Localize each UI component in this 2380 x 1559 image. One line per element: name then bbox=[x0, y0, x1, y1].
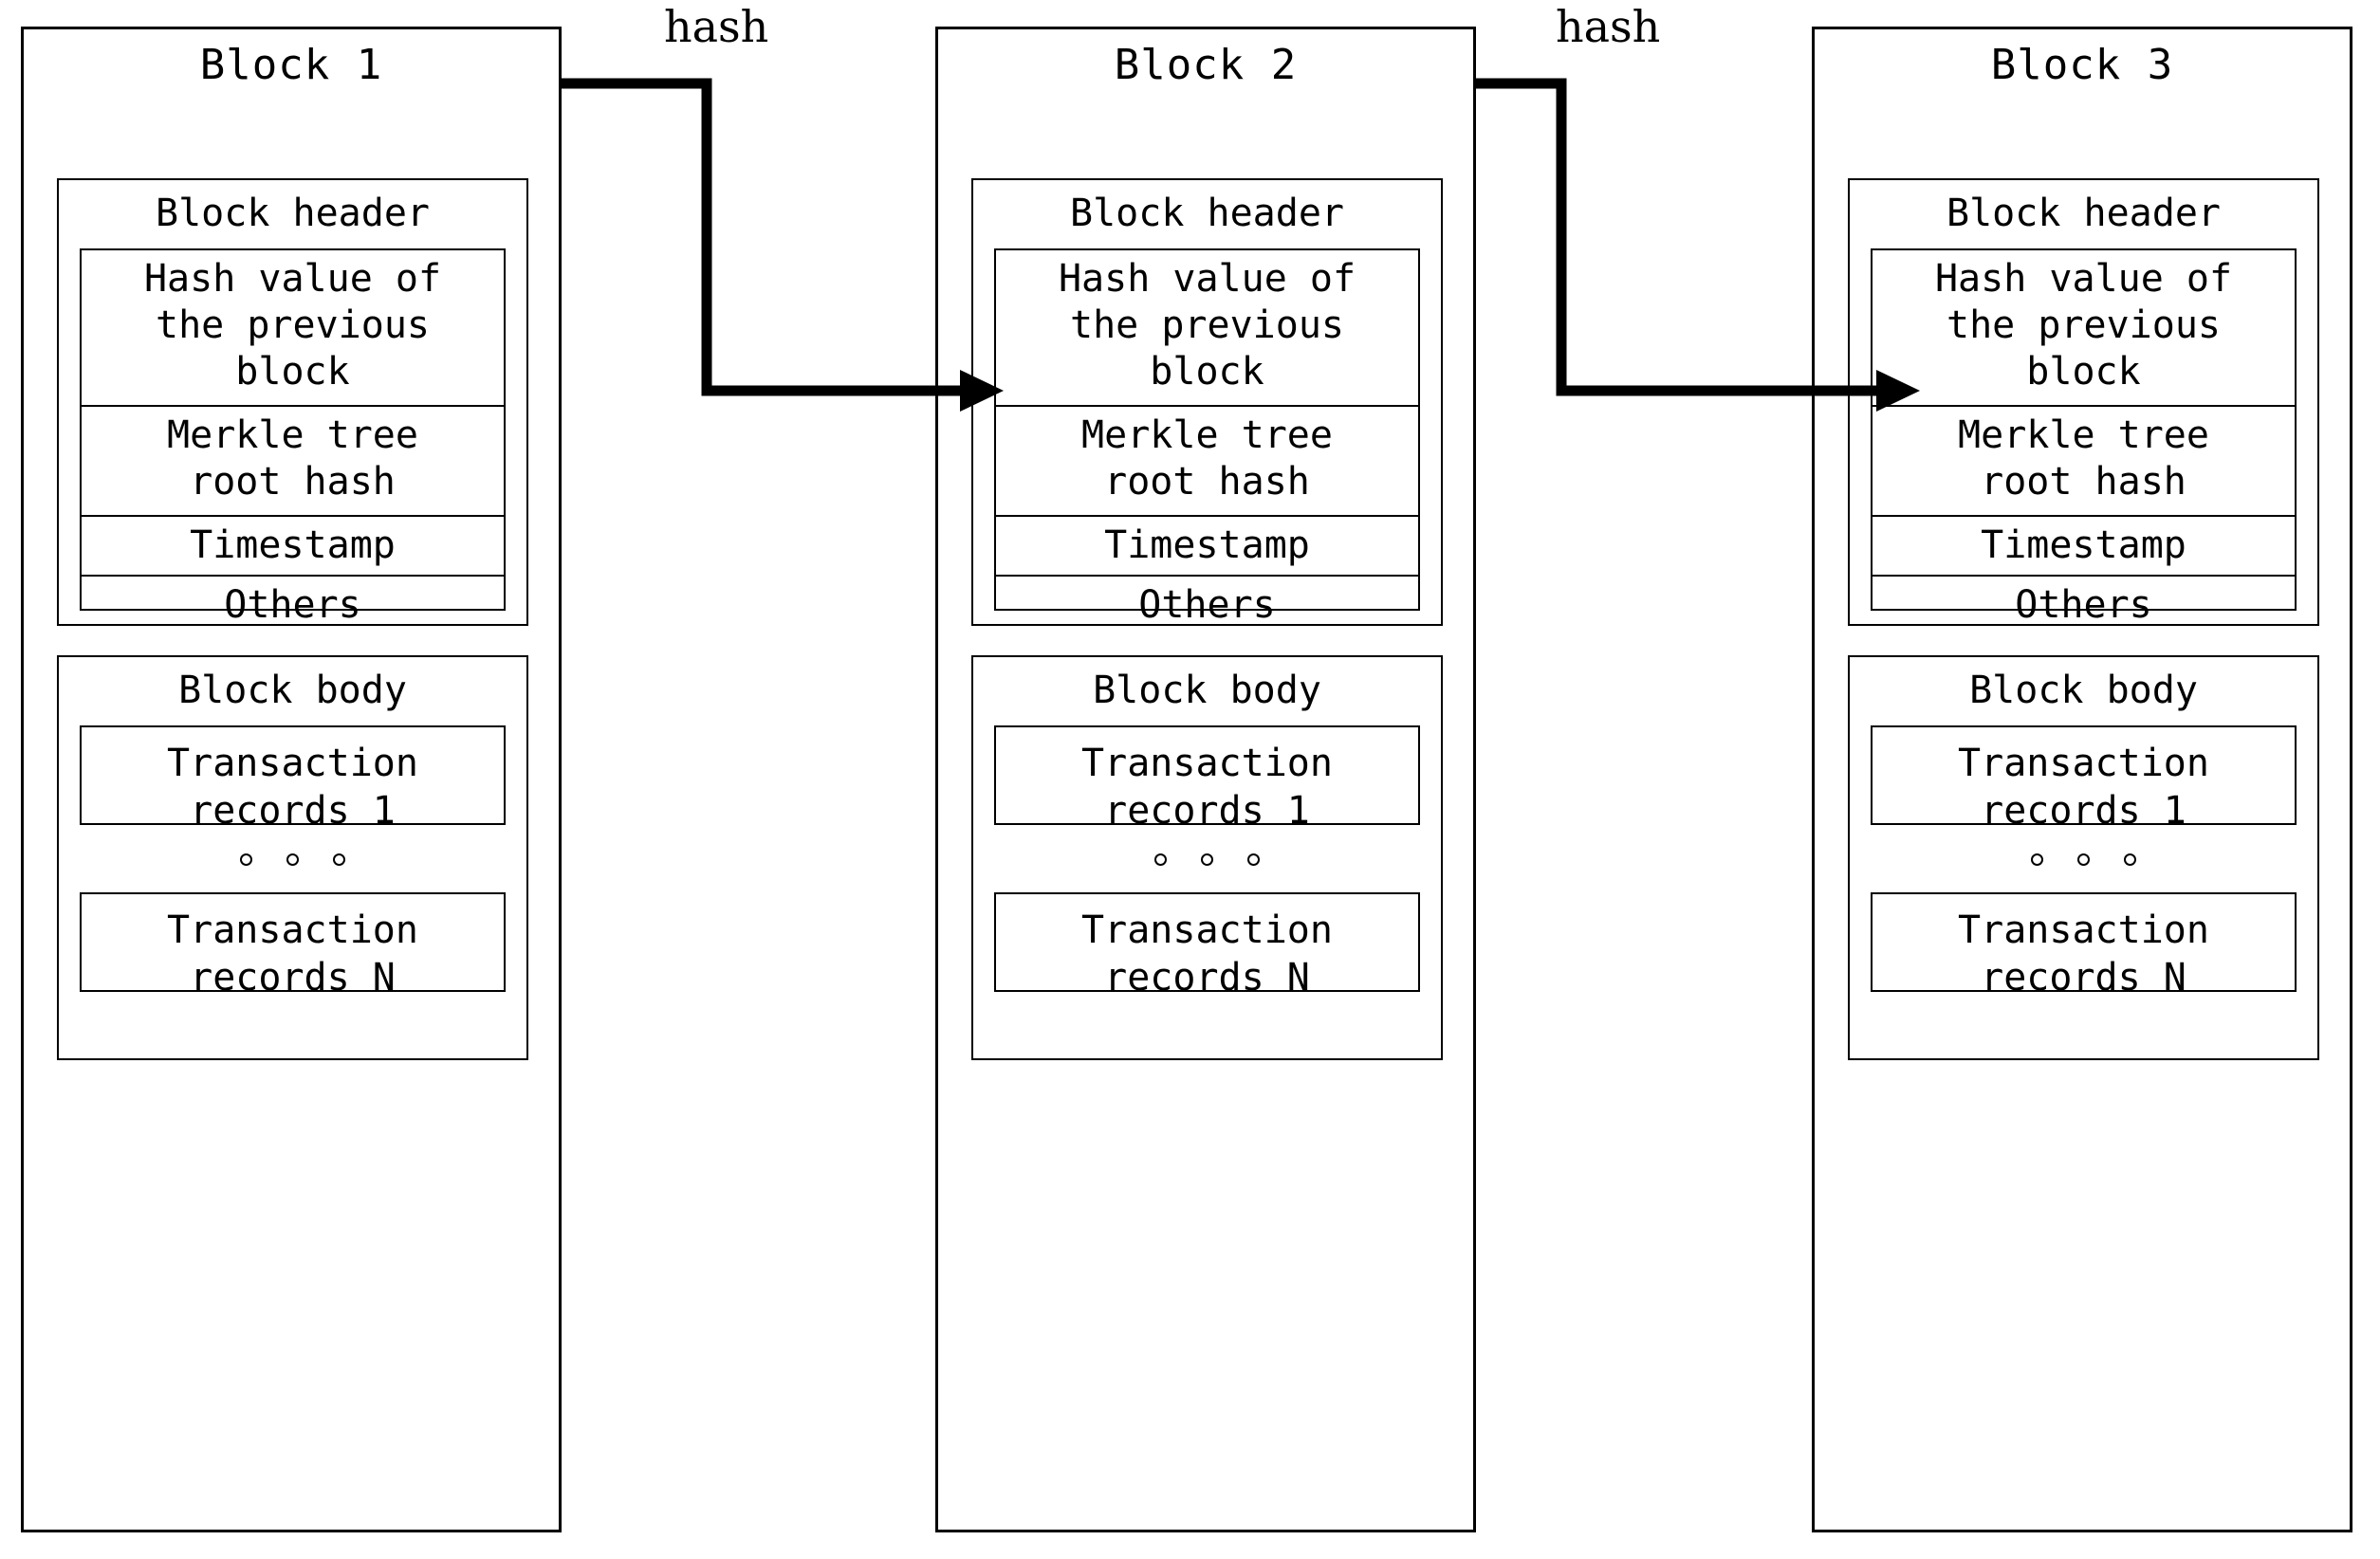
hash-label-1-2: hash bbox=[664, 1, 769, 52]
block-3-field-others[interactable]: Others bbox=[2015, 583, 2152, 627]
block-2-field-timestamp[interactable]: Timestamp bbox=[996, 517, 1418, 577]
ellipsis-circle-icon bbox=[1154, 853, 1167, 866]
ellipsis-circle-icon bbox=[333, 853, 345, 866]
block-1-field-hash-prev[interactable]: Hash value of the previous block bbox=[82, 250, 504, 407]
block-1-body-title: Block body bbox=[178, 669, 407, 712]
block-3-ellipsis-dots bbox=[1871, 843, 2297, 875]
ellipsis-circle-icon bbox=[240, 853, 252, 866]
block-3-body-section: Block body Transaction records 1 Transac… bbox=[1848, 655, 2319, 1060]
block-2-tx-record-first[interactable]: Transaction records 1 bbox=[994, 725, 1420, 833]
block-3-header-section: Block header Hash value of the previous … bbox=[1848, 178, 2319, 627]
block-1-tx-record-first[interactable]: Transaction records 1 bbox=[80, 725, 506, 833]
block-2-title: Block 2 bbox=[1114, 41, 1298, 89]
block-1-header-fields: Hash value of the previous block Merkle … bbox=[80, 248, 506, 627]
block-3-tx-record-last[interactable]: Transaction records N bbox=[1871, 892, 2297, 1000]
block-2-field-others[interactable]: Others bbox=[1138, 583, 1276, 627]
block-1-title: Block 1 bbox=[199, 41, 383, 89]
block-1-field-timestamp[interactable]: Timestamp bbox=[82, 517, 504, 577]
block-2-body-section: Block body Transaction records 1 Transac… bbox=[971, 655, 1443, 1060]
block-3-body-title: Block body bbox=[1969, 669, 2198, 712]
block-2-tx-record-last[interactable]: Transaction records N bbox=[994, 892, 1420, 1000]
block-3-field-hash-prev[interactable]: Hash value of the previous block bbox=[1873, 250, 2295, 407]
ellipsis-circle-icon bbox=[286, 853, 299, 866]
block-3-header-title: Block header bbox=[1946, 192, 2221, 235]
block-1-field-merkle-root[interactable]: Merkle tree root hash bbox=[82, 407, 504, 517]
block-2-field-merkle-root[interactable]: Merkle tree root hash bbox=[996, 407, 1418, 517]
block-1-header-section: Block header Hash value of the previous … bbox=[57, 178, 528, 627]
block-3-title: Block 3 bbox=[1990, 41, 2174, 89]
block-2-header-fields: Hash value of the previous block Merkle … bbox=[994, 248, 1420, 627]
ellipsis-circle-icon bbox=[1247, 853, 1260, 866]
ellipsis-circle-icon bbox=[2031, 853, 2043, 866]
block-1-body-section: Block body Transaction records 1 Transac… bbox=[57, 655, 528, 1060]
ellipsis-circle-icon bbox=[2077, 853, 2090, 866]
block-3-field-timestamp[interactable]: Timestamp bbox=[1873, 517, 2295, 577]
hash-connector-1-2-line bbox=[560, 78, 968, 396]
block-1-header-title: Block header bbox=[156, 192, 430, 235]
block-2-field-hash-prev[interactable]: Hash value of the previous block bbox=[996, 250, 1418, 407]
block-3-header-fields: Hash value of the previous block Merkle … bbox=[1871, 248, 2297, 627]
block-3-field-merkle-root[interactable]: Merkle tree root hash bbox=[1873, 407, 2295, 517]
block-1-ellipsis-dots bbox=[80, 843, 506, 875]
hash-label-2-3: hash bbox=[1556, 1, 1661, 52]
block-3[interactable]: Block 3 Block header Hash value of the p… bbox=[1812, 27, 2352, 1532]
block-2-header-title: Block header bbox=[1070, 192, 1344, 235]
block-2-ellipsis-dots bbox=[994, 843, 1420, 875]
block-2-body-title: Block body bbox=[1093, 669, 1321, 712]
ellipsis-circle-icon bbox=[1201, 853, 1213, 866]
block-2-header-section: Block header Hash value of the previous … bbox=[971, 178, 1443, 627]
block-1-field-others[interactable]: Others bbox=[224, 583, 361, 627]
block-2[interactable]: Block 2 Block header Hash value of the p… bbox=[935, 27, 1476, 1532]
ellipsis-circle-icon bbox=[2124, 853, 2136, 866]
block-1[interactable]: Block 1 Block header Hash value of the p… bbox=[21, 27, 562, 1532]
block-1-tx-record-last[interactable]: Transaction records N bbox=[80, 892, 506, 1000]
block-3-tx-record-first[interactable]: Transaction records 1 bbox=[1871, 725, 2297, 833]
